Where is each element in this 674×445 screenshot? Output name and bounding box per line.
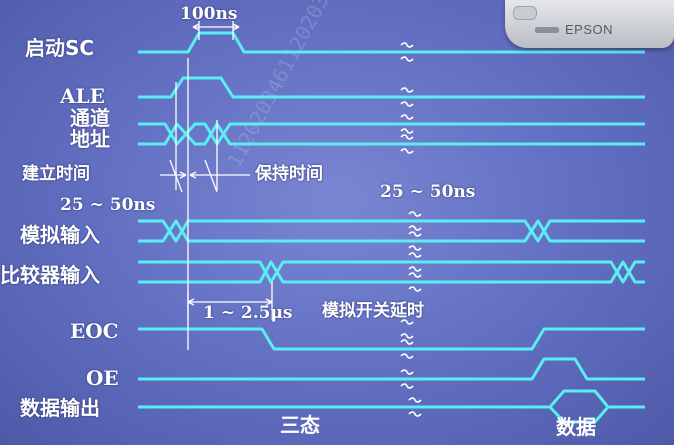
label-channel-address-line1: 通道 [70,106,110,130]
label-oe: OE [86,366,119,390]
annotation-hold-time: 保持时间 [255,164,323,184]
ale-trace [138,76,645,99]
projector-brand: EPSON [565,22,614,37]
annotation-pulse-width: 100ns [180,4,238,24]
annotation-range-left: 25 ~ 50ns [60,195,156,215]
label-comparator-input: 比较器输入 [0,263,100,287]
start-sc-trace [138,31,645,54]
annotation-data: 数据 [556,415,596,439]
eoc-trace [138,327,645,351]
annotation-switch-delay-label: 模拟开关延时 [322,301,424,321]
comparator-input-trace-top [138,260,645,284]
annotation-tri-state: 三态 [280,413,320,437]
annotation-switch-delay-value: 1 ~ 2.5μs [203,303,293,323]
label-channel-address-line2: 地址 [70,127,110,151]
label-data-output: 数据输出 [20,396,100,420]
projector-lens [513,6,537,20]
comparator-input-trace-bottom [138,260,645,284]
pulse-width-marker [192,21,240,40]
analog-input-trace-bottom [138,219,645,243]
label-analog-input: 模拟输入 [20,223,100,247]
analog-input-trace-top [138,219,645,243]
setup-time-arrow [160,159,187,193]
label-start-sc: 启动SC [25,36,95,60]
data-output-trace [138,389,645,424]
annotation-range-right: 25 ~ 50ns [380,182,476,202]
annotation-setup-time: 建立时间 [22,164,90,184]
projector-image: EPSON [505,0,674,48]
switch-delay-marker [187,282,273,320]
hold-time-arrow [189,159,250,193]
oe-trace [138,357,645,381]
label-eoc: EOC [70,319,119,343]
channel-address-trace-bottom [138,122,645,146]
projector-vent [535,27,559,33]
label-ale: ALE [60,84,105,108]
channel-address-trace-top [138,122,645,146]
time-break-marks [400,42,422,417]
